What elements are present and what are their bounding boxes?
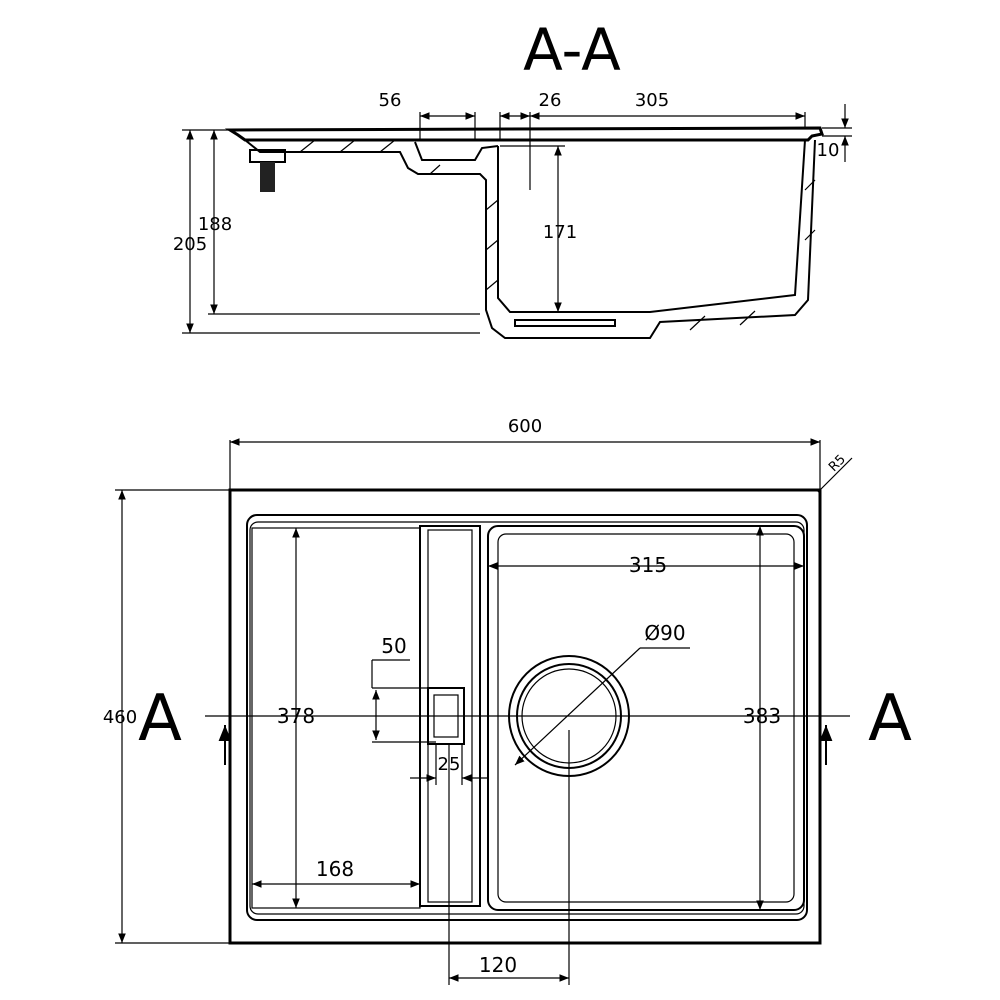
section-title: A-A — [523, 16, 621, 84]
dim-rim: 10 — [817, 140, 840, 161]
dim-overall-depth: 205 — [173, 234, 207, 255]
section-view: A-A 56 26 — [173, 16, 852, 339]
section-hatching — [299, 139, 816, 331]
dim-height: 460 — [103, 707, 137, 728]
dim-drainboard-depth: 188 — [198, 214, 232, 235]
dim-bowl-top: 305 — [635, 90, 669, 111]
dim-drainboard-groove: 56 — [379, 90, 402, 111]
drainboard-profile — [244, 139, 816, 339]
dim-drainboard-width: 168 — [316, 857, 354, 881]
dim-drainboard-length: 378 — [277, 704, 315, 728]
bowl-drain-outlet — [514, 319, 616, 327]
dim-gap: 26 — [539, 90, 562, 111]
plan-view: 600 R5 460 A A 378 315 383 Ø90 50 — [103, 416, 912, 985]
sink-inner-rim — [246, 514, 808, 921]
sink-rim-outline — [224, 126, 824, 142]
dim-bowl-depth: 171 — [543, 222, 577, 243]
drain-fitting — [249, 149, 286, 192]
dim-width: 600 — [508, 416, 542, 437]
dim-drain-diameter: Ø90 — [644, 621, 685, 645]
dim-corner-radius: R5 — [826, 452, 849, 475]
bowl-inner-profile — [497, 139, 806, 313]
dim-overflow-width: 50 — [381, 634, 406, 658]
bowl-outline — [487, 525, 805, 911]
dim-bowl-length: 383 — [743, 704, 781, 728]
dim-bowl-width: 315 — [629, 553, 667, 577]
overflow-recess — [414, 141, 499, 161]
section-mark-left: A — [138, 682, 182, 756]
section-mark-right: A — [868, 682, 912, 756]
dim-drain-offset: 120 — [479, 953, 517, 977]
